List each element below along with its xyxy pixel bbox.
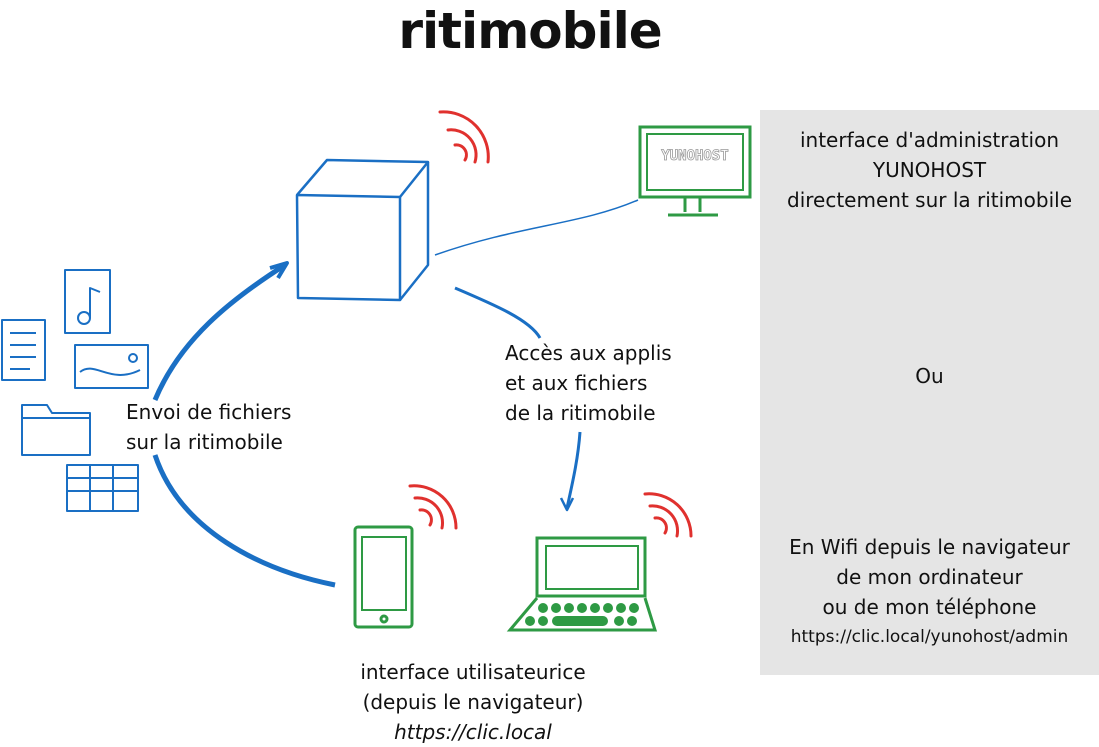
phone-icon: [353, 525, 414, 629]
admin-url-link[interactable]: https://clic.local/yunohost/admin: [790, 627, 1069, 647]
user-url-link[interactable]: https://clic.local: [394, 720, 552, 744]
user-interface-label: interface utilisateurice (depuis le navi…: [323, 657, 623, 747]
access-label: Accès aux applis et aux fichiers de la r…: [505, 341, 672, 425]
connector-line: [434, 199, 639, 256]
spreadsheet-icon: [66, 464, 139, 512]
or-label: Ou: [915, 364, 944, 388]
folder-icon: [21, 404, 91, 456]
access-arrow-top: [454, 286, 542, 339]
document-icon: [1, 319, 46, 381]
access-arrow-bottom: [565, 431, 582, 509]
upload-label: Envoi de fichiers sur la ritimobile: [126, 400, 292, 454]
monitor-icon: [638, 125, 752, 217]
wifi-icon: [408, 110, 693, 538]
upload-arrow: [152, 262, 287, 401]
music-file-icon: [64, 269, 111, 334]
laptop-icon: [506, 536, 658, 632]
admin-info-panel: interface d'administration YUNOHOST dire…: [760, 110, 1099, 675]
monitor-screen-text: YUNOHOST: [661, 148, 728, 164]
ritimobile-box-icon: [295, 158, 430, 302]
page-title: ritimobile: [398, 2, 662, 60]
laptop-keyboard: [525, 603, 639, 626]
upload-curve: [152, 454, 336, 588]
image-file-icon: [74, 344, 149, 389]
